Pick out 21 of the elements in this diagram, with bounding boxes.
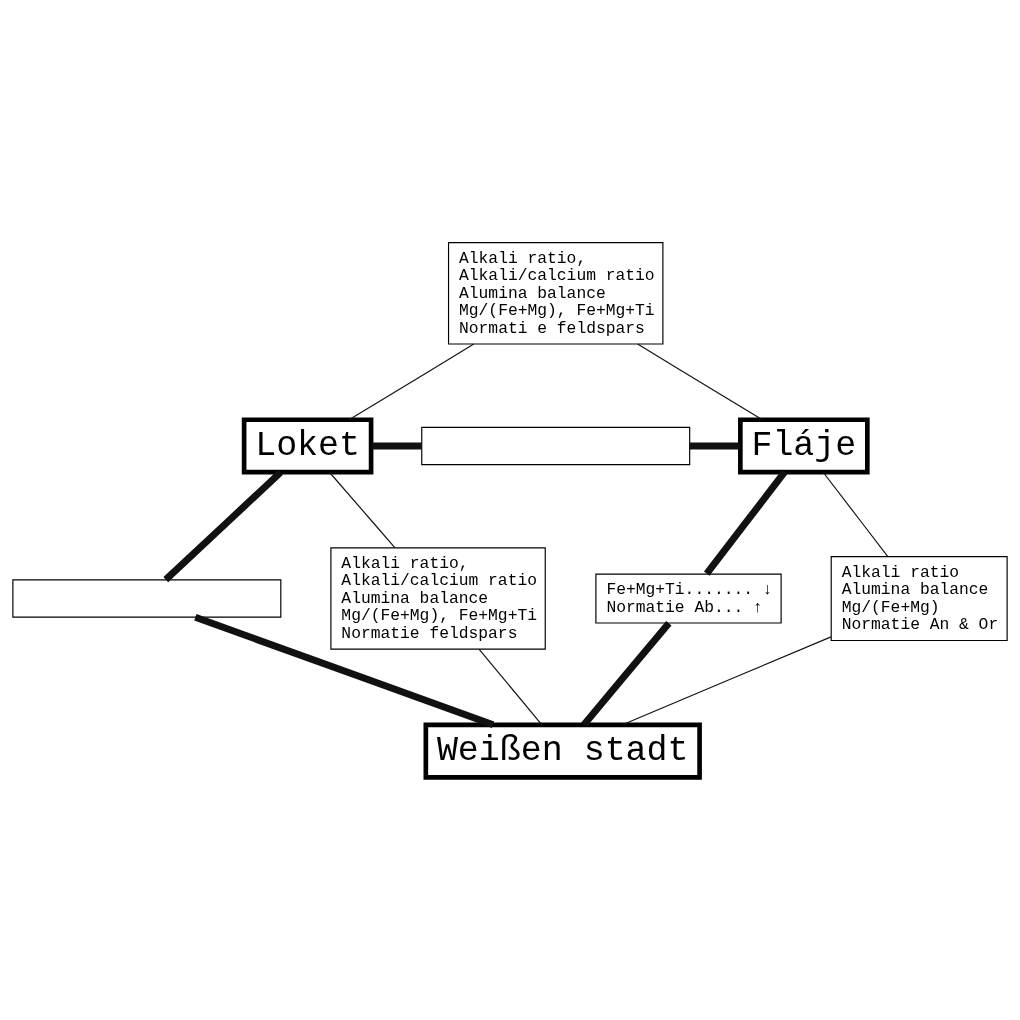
connector (348, 343, 475, 421)
connector (689, 442, 741, 450)
connector (163, 469, 284, 583)
node-box: Loket (241, 417, 374, 475)
node-box: Alkali ratio, Alkali/calcium ratio Alumina balance Mg/(Fe+Mg), Fe+Mg+Ti Normatie feldspars (330, 547, 546, 650)
connector (478, 648, 543, 726)
connector (822, 471, 889, 558)
node-box: Weißen stadt (423, 722, 702, 780)
connector (371, 442, 422, 450)
node-box (421, 426, 691, 466)
connector (581, 620, 672, 727)
connector (637, 343, 763, 421)
connector (194, 613, 495, 729)
connector (328, 471, 396, 549)
node-box (12, 579, 282, 618)
connector (621, 636, 832, 726)
node-box: Fe+Mg+Ti....... ↓ Normatie Ab... ↑ (595, 573, 782, 624)
node-box: Alkali ratio Alumina balance Mg/(Fe+Mg) Normatie An & Or (830, 556, 1008, 642)
node-box: Fláje (738, 417, 870, 475)
connector (703, 470, 788, 576)
node-box: Alkali ratio, Alkali/calcium ratio Alumina balance Mg/(Fe+Mg), Fe+Mg+Ti Normati e feldspars (447, 242, 664, 345)
